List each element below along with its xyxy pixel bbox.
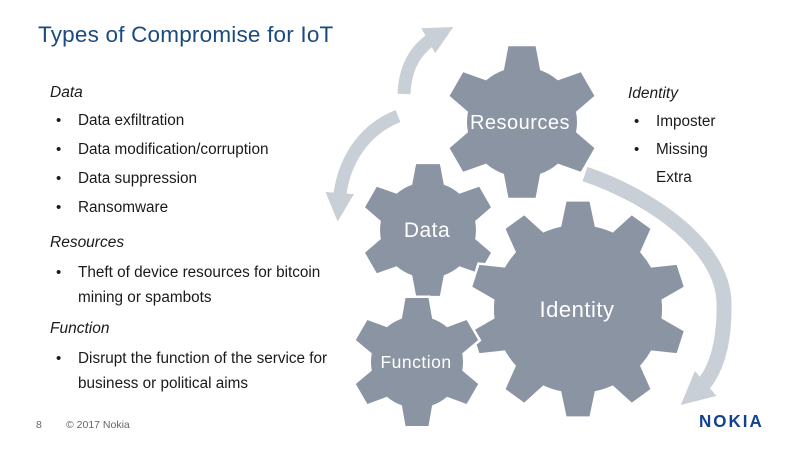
gear-function-label: Function [380,352,451,372]
gear-data-label: Data [404,219,450,242]
section-identity: Identity • Imposter • Missing •Extra [628,85,788,196]
section-identity-heading: Identity [628,85,678,102]
gear-function: Function [352,295,482,429]
section-resources: Resources • Theft of device resources for… [50,234,350,319]
gear-identity: Identity [469,199,687,419]
list-item-text: Data exfiltration [78,112,185,129]
section-resources-heading: Resources [50,234,125,251]
gear-data: Data [361,161,495,299]
list-item-text: Theft of device resources for bitcoin mi… [78,264,321,306]
list-item: • Disrupt the function of the service for… [50,347,328,396]
list-item: • Data modification/corruption [50,140,350,160]
bullet-icon: • [56,350,62,367]
bullet-icon: • [56,170,62,187]
gear-identity-label: Identity [540,297,615,322]
gear-resources: Resources [446,43,598,201]
bullet-icon: • [56,112,62,129]
section-data-heading: Data [50,84,83,101]
list-item: • Data exfiltration [50,111,350,131]
section-function-heading: Function [50,320,110,337]
nokia-logo: NOKIA [699,411,764,432]
list-item: •Extra [628,168,788,188]
gear-identity-shape [469,199,687,419]
list-item: • Ransomware [50,198,350,218]
list-item-text: Missing [656,141,708,158]
curved-arrow-up-right-icon [397,27,454,95]
list-item: • Data suppression [50,169,350,189]
page-number: 8 [36,419,42,431]
bullet-icon: • [56,199,62,216]
bullet-icon: • [634,113,640,130]
section-data: Data • Data exfiltration • Data modificati… [50,84,350,227]
gear-data-shape [361,161,495,299]
curved-arrow-down-right-icon [582,166,732,406]
list-item-text: Imposter [656,113,716,130]
page-title: Types of Compromise for IoT [38,22,334,47]
list-item: • Missing [628,140,788,160]
copyright-text: © 2017 Nokia [66,419,130,431]
section-function: Function • Disrupt the function of the se… [50,320,350,405]
gear-function-shape [352,295,482,429]
bullet-icon: • [56,264,62,281]
gear-resources-shape [446,43,598,201]
list-item-text: Disrupt the function of the service for … [78,350,328,392]
list-item-text: Data suppression [78,170,198,187]
list-item-text: Extra [656,169,692,186]
gear-resources-label: Resources [470,112,570,134]
list-item-text: Data modification/corruption [78,141,269,158]
bullet-icon: • [634,141,640,158]
curved-arrow-down-left-icon [325,109,401,222]
list-item-text: Ransomware [78,199,169,216]
list-item: • Theft of device resources for bitcoin m… [50,261,328,310]
bullet-icon: • [56,141,62,158]
list-item: • Imposter [628,112,788,132]
